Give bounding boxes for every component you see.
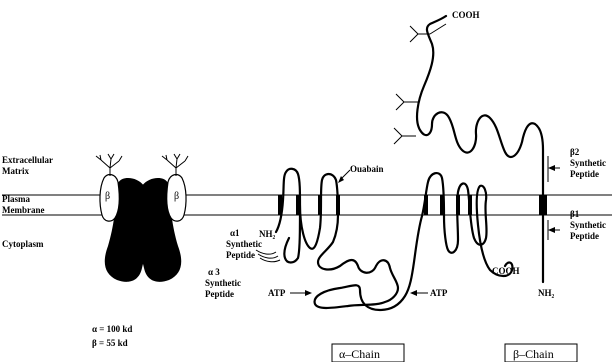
alpha-nh2-label: NH₂	[259, 229, 276, 239]
alpha1-label-line1: α1	[230, 228, 240, 238]
beta2-arrowhead	[548, 165, 555, 171]
region-labels: Extracellular Matrix Plasma Membrane Cyt…	[2, 155, 53, 249]
alpha1-label-line3: Peptide	[226, 250, 255, 260]
beta2-label-line1: β2	[570, 147, 580, 157]
beta2-label-line2: Synthetic	[570, 158, 606, 168]
alpha3-label-line2: Synthetic	[205, 278, 241, 288]
alpha-chain-title: α–Chain	[339, 347, 380, 361]
beta-subunit-right-label: β	[174, 191, 179, 202]
alpha-tm-block-4	[336, 195, 340, 215]
plasma-membrane-label-line2: Membrane	[2, 205, 45, 215]
plasma-membrane-label-line1: Plasma	[2, 194, 30, 204]
molecular-weight-legend: α = 100 kd β = 55 kd	[92, 324, 132, 348]
extracellular-label-line2: Matrix	[2, 166, 29, 176]
beta-nh2-label: NH₂	[538, 288, 555, 298]
beta-weight: β = 55 kd	[92, 338, 128, 348]
beta1-label-line3: Peptide	[570, 231, 599, 241]
alpha-tm-block-1	[278, 195, 282, 215]
beta-chain: COOH NH₂ β2 Synthetic Peptide β1 Synthet…	[394, 10, 606, 362]
alpha-cooh-label: COOH	[492, 266, 520, 276]
beta1-label-line2: Synthetic	[570, 220, 606, 230]
alpha-tm-block-2	[296, 195, 300, 215]
glycosylation-tree-left	[96, 154, 122, 176]
alpha1-label-line2: Synthetic	[226, 239, 262, 249]
alpha-tm-block-5	[424, 195, 428, 215]
cytoplasm-label: Cytoplasm	[2, 239, 44, 249]
plasma-membrane	[2, 195, 612, 215]
alpha3-label-line1: α 3	[208, 267, 220, 277]
beta-cooh-label: COOH	[452, 10, 480, 20]
alpha-tm-block-6	[440, 195, 444, 215]
alpha-tm-block-8	[468, 195, 472, 215]
atp-right-label: ATP	[430, 288, 448, 298]
atp-left-arrowhead	[305, 290, 312, 296]
enzyme-subunit-illustration: β β	[96, 154, 188, 282]
ouabain-label: Ouabain	[350, 164, 384, 174]
beta-tm-block	[539, 195, 547, 215]
beta1-arrowhead	[548, 227, 555, 233]
beta1-label-line1: β1	[570, 209, 580, 219]
atp-left-label: ATP	[268, 288, 286, 298]
alpha-peptide-marks	[256, 250, 280, 262]
beta2-label-line3: Peptide	[570, 169, 599, 179]
alpha-chain-path	[276, 169, 512, 310]
glycosylation-tree-right	[162, 154, 188, 176]
alpha-weight: α = 100 kd	[92, 324, 132, 334]
beta-subunit-left-label: β	[105, 191, 110, 202]
beta-glycosylation-sites	[394, 24, 446, 144]
atp-right-arrowhead	[410, 290, 417, 296]
alpha-chain: Ouabain NH₂ α1 Synthetic Peptide α 3 Syn…	[205, 164, 520, 362]
alpha-tm-block-7	[456, 195, 460, 215]
extracellular-label-line1: Extracellular	[2, 155, 53, 165]
beta-chain-title: β–Chain	[513, 347, 554, 361]
alpha3-label-line3: Peptide	[205, 289, 234, 299]
alpha-tm-block-3	[318, 195, 322, 215]
